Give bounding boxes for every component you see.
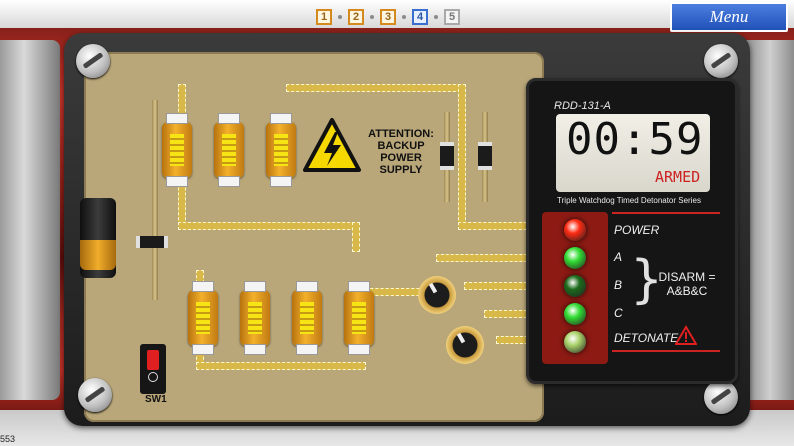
- switch-off-indicator: [148, 372, 158, 382]
- switch-lever[interactable]: [147, 350, 159, 370]
- divider: [612, 350, 720, 352]
- circuit-trace: [178, 222, 360, 230]
- power-label: POWER: [614, 223, 660, 237]
- timer-state: ARMED: [655, 168, 701, 186]
- step-3[interactable]: 3: [380, 9, 396, 25]
- left-metal-tube: [0, 40, 60, 400]
- capacitor: [188, 281, 218, 355]
- capacitor: [214, 113, 244, 187]
- step-dot: [402, 15, 406, 19]
- wire-a-led[interactable]: [564, 247, 586, 269]
- bolt-top-right-icon: [704, 44, 738, 78]
- wire-a-label: A: [614, 250, 623, 264]
- step-5[interactable]: 5: [444, 9, 460, 25]
- step-2[interactable]: 2: [348, 9, 364, 25]
- potentiometer-knob[interactable]: [418, 276, 456, 314]
- capacitor: [344, 281, 374, 355]
- step-4[interactable]: 4: [412, 9, 428, 25]
- wire-b-led[interactable]: [564, 275, 586, 297]
- capacitor: [240, 281, 270, 355]
- detonator-model: RDD-131-A: [554, 100, 611, 112]
- switch-label: SW1: [145, 394, 167, 405]
- step-dot: [338, 15, 342, 19]
- background-top-band: [0, 0, 794, 28]
- power-led: [564, 219, 586, 241]
- bolt-bottom-left-icon: [78, 378, 112, 412]
- wire-c-led[interactable]: [564, 303, 586, 325]
- circuit-trace: [352, 222, 360, 252]
- step-dot: [370, 15, 374, 19]
- potentiometer-knob[interactable]: [446, 326, 484, 364]
- disarm-rule: DISARM = A&B&C: [658, 270, 716, 298]
- brace-icon: }: [630, 250, 664, 310]
- circuit-trace: [286, 84, 466, 92]
- divider: [612, 212, 720, 214]
- timer-value: 00:59: [566, 114, 704, 165]
- capacitor: [162, 113, 192, 187]
- detonator-series: Triple Watchdog Timed Detonator Series: [557, 196, 701, 205]
- rail: [152, 100, 158, 300]
- danger-triangle-icon: [675, 325, 697, 345]
- detonate-label: DETONATE: [614, 331, 679, 345]
- circuit-trace: [196, 362, 366, 370]
- detonate-led: [564, 331, 586, 353]
- circuit-trace: [458, 84, 466, 230]
- high-voltage-warning-icon: [303, 118, 361, 172]
- wire-b-label: B: [614, 278, 623, 292]
- capacitor: [266, 113, 296, 187]
- fuse: [440, 142, 454, 170]
- bolt-bottom-right-icon: [704, 380, 738, 414]
- capacitor: [292, 281, 322, 355]
- bolt-top-left-icon: [76, 44, 110, 78]
- step-dot: [434, 15, 438, 19]
- battery-band: [80, 240, 116, 270]
- step-1[interactable]: 1: [316, 9, 332, 25]
- horizontal-fuse: [136, 236, 168, 248]
- warning-label: ATTENTION: BACKUP POWER SUPPLY: [368, 128, 434, 176]
- corner-counter: 553: [0, 434, 16, 444]
- timer-display: [556, 114, 710, 192]
- step-indicator: 1 2 3 4 5: [316, 7, 460, 27]
- menu-button[interactable]: Menu: [670, 2, 788, 32]
- fuse: [478, 142, 492, 170]
- wire-c-label: C: [614, 306, 623, 320]
